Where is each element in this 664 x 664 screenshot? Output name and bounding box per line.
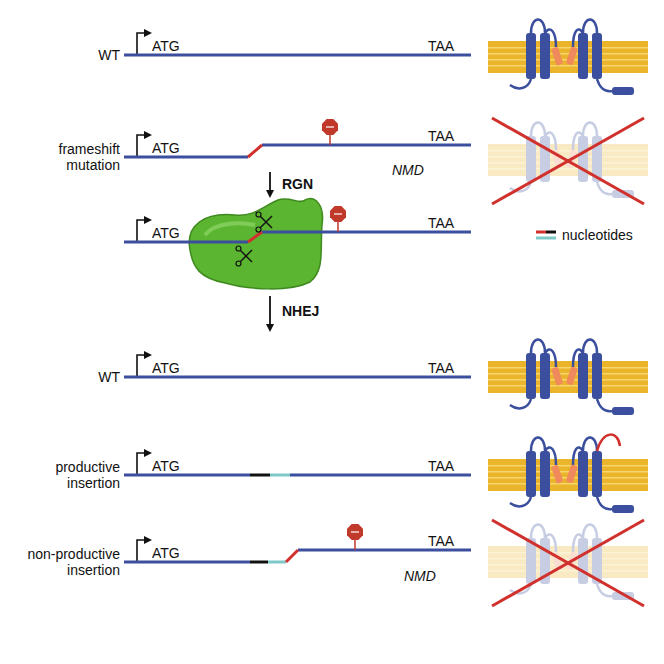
rgn-blob bbox=[189, 199, 322, 289]
channel-protein bbox=[488, 20, 648, 96]
channel-protein-absent bbox=[488, 118, 648, 204]
sequence-label: NMD bbox=[404, 568, 436, 584]
sequence-label: TAA bbox=[428, 533, 454, 549]
channel-protein-insertion bbox=[488, 435, 648, 513]
promoter-arrows bbox=[137, 33, 150, 562]
step-arrow bbox=[269, 296, 271, 330]
sequence-label: TAA bbox=[428, 128, 454, 144]
step-label: RGN bbox=[282, 176, 313, 192]
channel-protein-absent bbox=[488, 520, 648, 606]
gene-lines bbox=[124, 55, 471, 562]
row-label: frameshift mutation bbox=[4, 141, 120, 173]
row-label: non-productive insertion bbox=[4, 546, 120, 578]
stop-codon bbox=[322, 119, 338, 145]
legend-text: nucleotides bbox=[562, 227, 633, 243]
sequence-label: TAA bbox=[428, 215, 454, 231]
row-label: productive insertion bbox=[4, 459, 120, 491]
step-arrow bbox=[269, 172, 271, 196]
legend-swatch bbox=[536, 232, 556, 238]
row-label: WT bbox=[4, 369, 120, 385]
step-label: NHEJ bbox=[282, 303, 319, 319]
sequence-label: ATG bbox=[152, 38, 180, 54]
scissors-icon bbox=[236, 246, 252, 266]
nucleotide-marks bbox=[248, 145, 298, 562]
sequence-label: ATG bbox=[152, 140, 180, 156]
sequence-label: ATG bbox=[152, 458, 180, 474]
stop-codon bbox=[330, 206, 346, 232]
channel-protein bbox=[488, 340, 648, 416]
sequence-label: TAA bbox=[428, 360, 454, 376]
scissors-icon bbox=[256, 212, 272, 232]
sequence-label: TAA bbox=[428, 38, 454, 54]
sequence-label: NMD bbox=[392, 162, 424, 178]
sequence-label: ATG bbox=[152, 360, 180, 376]
row-label: WT bbox=[4, 47, 120, 63]
sequence-label: ATG bbox=[152, 225, 180, 241]
sequence-label: ATG bbox=[152, 545, 180, 561]
stop-codon bbox=[347, 524, 363, 550]
sequence-label: TAA bbox=[428, 458, 454, 474]
